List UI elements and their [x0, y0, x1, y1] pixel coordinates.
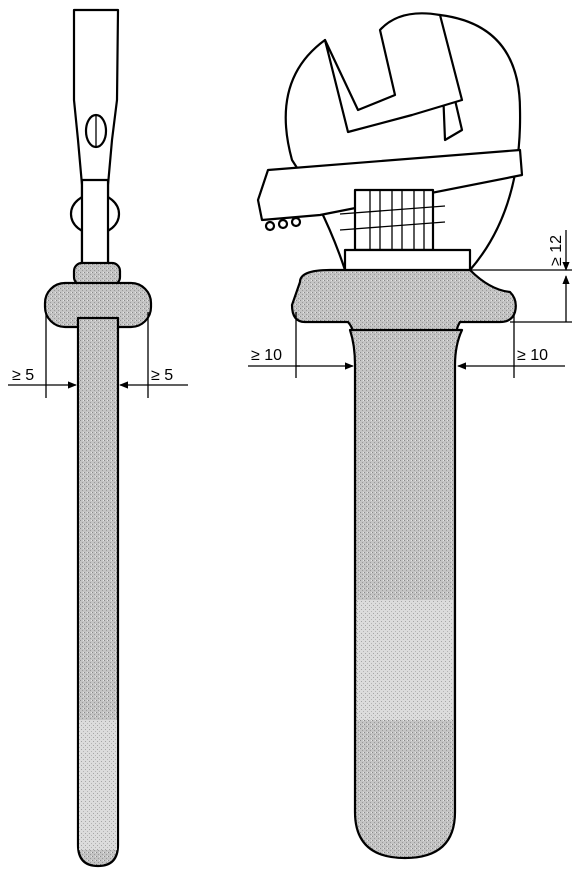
front-view-dim-left-label: ≥ 10 [251, 347, 282, 364]
side-view-handle-light-zone [79, 720, 117, 850]
side-view-dim-right-label: ≥ 5 [151, 367, 173, 384]
front-view-upper-jaw [323, 12, 464, 134]
front-view-worm-threads [339, 190, 446, 250]
front-view: ≥ 10 ≥ 10 ≥ 12 [248, 12, 572, 860]
side-view-neck [80, 178, 110, 267]
front-view-dim-vertical-label: ≥ 12 [548, 235, 565, 266]
side-view-collar [72, 261, 122, 287]
front-view-worm-screw [353, 188, 435, 252]
side-view-dim-left-label: ≥ 5 [12, 367, 34, 384]
front-view-guard [290, 268, 517, 347]
front-view-dim-right-label: ≥ 10 [517, 347, 548, 364]
front-view-handle-light-zone [357, 600, 453, 720]
front-view-movable-jaw [256, 148, 524, 222]
front-view-handle [348, 328, 464, 860]
side-view: ≥ 5 ≥ 5 [8, 8, 188, 868]
front-view-neck [343, 248, 472, 274]
